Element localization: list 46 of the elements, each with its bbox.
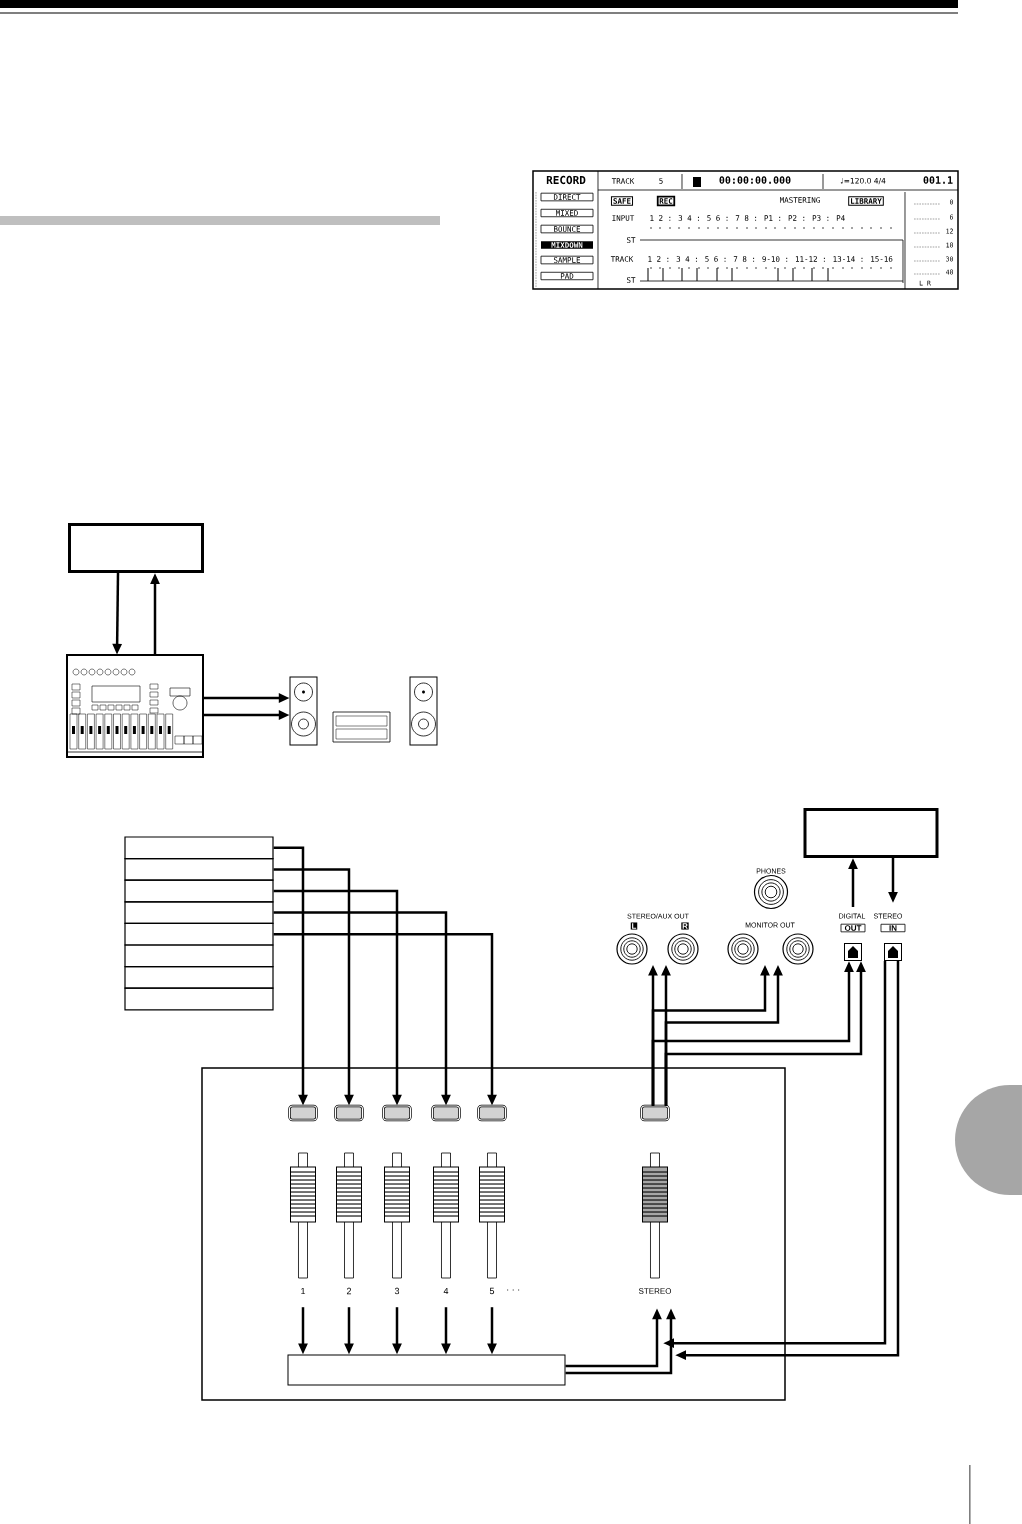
fader: 2 [335,1152,363,1295]
fader: 3 [383,1152,411,1295]
node-label: R [682,923,688,929]
table-row [124,858,274,881]
table-row [124,836,274,860]
node-label: 4 [443,1287,449,1295]
bus-box [287,1354,566,1386]
optical-jack: OUT [840,923,866,961]
mixer-drawing [66,654,204,758]
mixer-panel [201,1067,786,1401]
screen-label: 001.1 [923,176,953,184]
node-label: 1 [301,1287,306,1295]
node-label: STEREO [638,1288,672,1294]
node-label: OUT [844,925,862,931]
table-row [124,879,274,903]
jack: R [667,922,699,965]
channel-key [382,1104,412,1122]
speaker-system-drawing [289,676,438,746]
ellipsis: · · · [507,1289,520,1291]
channel-key [477,1104,507,1122]
screen-label: 00:00:00.000 [719,176,791,184]
jack [782,933,814,965]
node-label: 2 [346,1287,352,1295]
node-label: L [632,923,637,929]
channel-key [640,1104,670,1122]
fader: 4 [432,1152,460,1295]
node-label: 5 [489,1287,495,1295]
node-label: IN [889,925,897,931]
table-row [124,901,274,924]
table-row [124,922,274,946]
table-row [124,966,274,989]
table-row [124,987,274,1011]
device-box [803,808,939,858]
device-box [68,523,204,573]
screen-title: RECORD [546,175,586,185]
jack [727,933,759,965]
node-label: 3 [394,1287,400,1295]
fader: STEREO [638,1152,672,1294]
fader: 1 [289,1152,317,1295]
optical-jack: IN [880,923,906,961]
channel-key [334,1104,364,1122]
fader: 5 [478,1152,506,1295]
table-row [124,944,274,968]
channel-key [431,1104,461,1122]
jack: L [616,922,648,965]
channel-key [288,1104,318,1122]
